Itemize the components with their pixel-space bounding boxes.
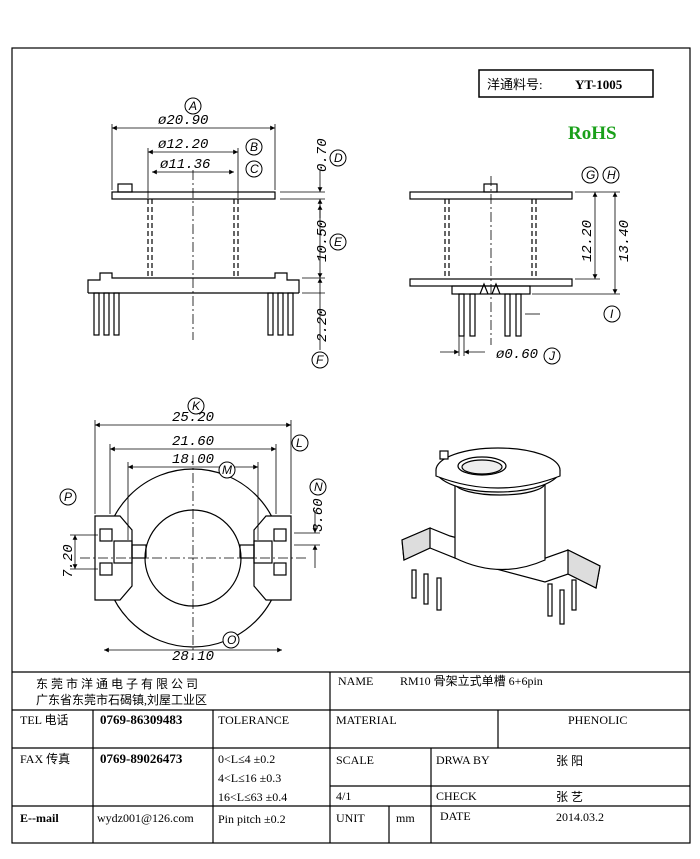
side-view bbox=[409, 176, 620, 356]
drawby-value: 张 阳 bbox=[556, 754, 583, 768]
isometric-view bbox=[401, 447, 601, 625]
bubble-k: K bbox=[192, 399, 201, 413]
email-value: wydz001@126.com bbox=[97, 811, 194, 825]
unit-value: mm bbox=[396, 811, 415, 825]
title-block-text: 东 莞 市 洋 通 电 子 有 限 公 司 广东省东莞市石碣镇,刘屋工业区 NA… bbox=[20, 673, 627, 826]
bubble-p: P bbox=[64, 490, 72, 504]
front-view bbox=[87, 124, 325, 350]
tolerance-1: 0<L≤4 ±0.2 bbox=[218, 752, 275, 766]
bubble-b: B bbox=[250, 140, 258, 154]
bubble-j: J bbox=[548, 349, 556, 363]
material-label: MATERIAL bbox=[336, 713, 397, 727]
tolerance-2: 4<L≤16 ±0.3 bbox=[218, 771, 281, 785]
drawby-label: DRWA BY bbox=[436, 753, 490, 767]
part-number-label: 洋通料号: bbox=[487, 77, 543, 92]
dim-c: ø11.36 bbox=[160, 157, 210, 173]
unit-label: UNIT bbox=[336, 811, 365, 825]
side-view-labels: 12.20 13.40 ø0.60 G H I J bbox=[496, 166, 633, 365]
bubble-h: H bbox=[607, 168, 616, 182]
dim-j: ø0.60 bbox=[496, 347, 538, 363]
bubble-f: F bbox=[316, 353, 324, 367]
scale-value: 4/1 bbox=[336, 789, 351, 803]
check-value: 张 艺 bbox=[556, 790, 583, 804]
tolerance-label: TOLERANCE bbox=[218, 713, 289, 727]
dim-n: 3.60 bbox=[311, 498, 327, 532]
fax-value: 0769-89026473 bbox=[100, 751, 183, 766]
bubble-g: G bbox=[586, 168, 595, 182]
sheet-border bbox=[11, 47, 691, 844]
bubble-a: A bbox=[188, 99, 197, 113]
tolerance-4: Pin pitch ±0.2 bbox=[218, 812, 286, 826]
plan-view bbox=[70, 420, 320, 660]
bubble-c: C bbox=[250, 162, 259, 176]
company-address: 广东省东莞市石碣镇,刘屋工业区 bbox=[36, 692, 207, 707]
dim-d: 0.70 bbox=[315, 138, 331, 172]
part-number-value: YT-1005 bbox=[575, 77, 623, 92]
tel-label: TEL 电话 bbox=[20, 713, 69, 727]
plan-view-labels: 25.20 21.60 18.00 3.60 7.20 28.10 K L M … bbox=[59, 397, 327, 665]
bubble-d: D bbox=[334, 151, 343, 165]
dim-b: ø12.20 bbox=[158, 137, 208, 153]
dim-o: 28.10 bbox=[172, 649, 214, 665]
name-label: NAME bbox=[338, 674, 373, 688]
fax-label: FAX 传真 bbox=[20, 751, 70, 766]
scale-label: SCALE bbox=[336, 753, 374, 767]
tel-value: 0769-86309483 bbox=[100, 712, 183, 727]
part-number-box: 洋通料号: YT-1005 bbox=[478, 69, 654, 98]
title-block bbox=[12, 671, 690, 843]
dim-f: 2.20 bbox=[315, 308, 331, 342]
name-value: RM10 骨架立式单槽 6+6pin bbox=[400, 673, 543, 688]
date-value: 2014.03.2 bbox=[556, 810, 604, 824]
dim-h: 13.40 bbox=[617, 220, 633, 262]
material-value: PHENOLIC bbox=[568, 713, 627, 727]
dim-g: 12.20 bbox=[580, 220, 596, 262]
dim-k: 25.20 bbox=[172, 410, 214, 426]
check-label: CHECK bbox=[436, 789, 477, 803]
bubble-e: E bbox=[334, 235, 343, 249]
date-label: DATE bbox=[440, 809, 471, 823]
rohs-mark: RoHS bbox=[568, 123, 617, 144]
email-label: E--mail bbox=[20, 811, 59, 825]
dim-p: 7.20 bbox=[61, 544, 77, 578]
company-name: 东 莞 市 洋 通 电 子 有 限 公 司 bbox=[36, 676, 198, 691]
bubble-i: I bbox=[610, 307, 614, 321]
front-view-labels: ø20.90 ø12.20 ø11.36 0.70 10.50 2.20 A B… bbox=[158, 97, 347, 369]
dim-m: 18.00 bbox=[172, 452, 214, 468]
tolerance-3: 16<L≤63 ±0.4 bbox=[218, 790, 287, 804]
dim-a: ø20.90 bbox=[158, 113, 208, 129]
bubble-n: N bbox=[314, 480, 323, 494]
bubble-m: M bbox=[222, 463, 232, 477]
dim-l: 21.60 bbox=[172, 434, 214, 450]
bubble-o: O bbox=[227, 633, 236, 647]
bubble-l: L bbox=[296, 436, 303, 450]
dim-e: 10.50 bbox=[315, 220, 331, 262]
